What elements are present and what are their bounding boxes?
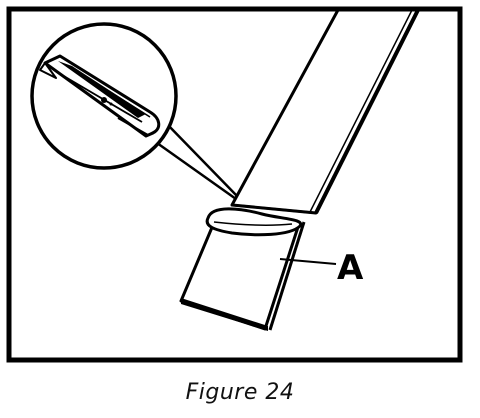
callout-label-a: A <box>337 248 364 288</box>
figure-caption: Figure 24 <box>185 380 295 405</box>
utility-knife-icon <box>39 54 161 138</box>
upper-strip <box>230 8 420 215</box>
peeled-flap <box>205 207 303 237</box>
magnifier-pointer <box>149 121 238 201</box>
callout-leader-line <box>279 258 337 265</box>
